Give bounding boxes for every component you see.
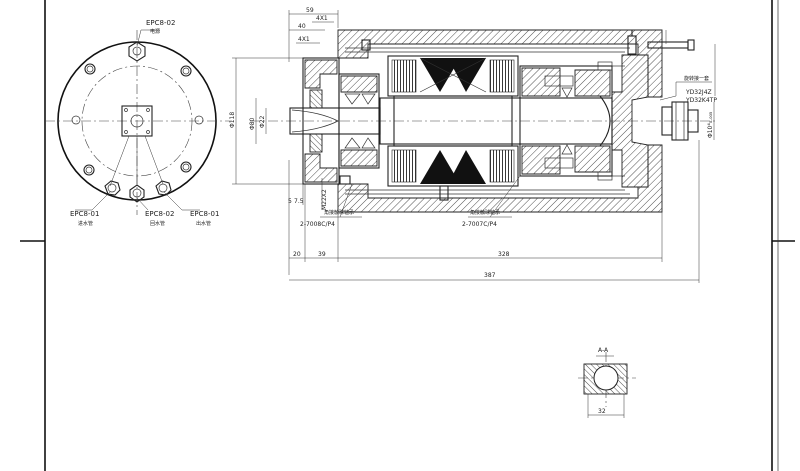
bolt-hole-group (71, 63, 204, 176)
dimensions: 59 4X1 40 4X1 Φ118 Φ80 Φ22 5 7.5 M22X2 角… (229, 7, 717, 283)
dim-d22: Φ22 (259, 115, 266, 128)
bearing-rear-code: 2-7007C/P4 (462, 221, 497, 228)
front-label-bm: EPC8-02 (145, 210, 174, 218)
rotary-joint (661, 101, 699, 141)
front-label-top: EPC8-02 (146, 19, 175, 27)
spindle-shaft (289, 97, 613, 145)
top-fittings (361, 30, 695, 55)
dim-7-5: 7.5 (294, 198, 304, 205)
rear-pin (439, 185, 449, 201)
dim-d80: Φ80 (249, 117, 256, 130)
front-nut (339, 175, 351, 185)
dim-4x1-mid: 4X1 (298, 36, 310, 43)
section-aa: A-A 32 (578, 347, 636, 418)
dim-328: 328 (498, 251, 510, 258)
dim-right-dia: Φ10⁴₀.₀₀₅ (707, 111, 714, 138)
front-label-br-sub: 出水管 (196, 220, 211, 227)
front-label-bm-sub: 回水管 (150, 220, 165, 227)
section-view (250, 29, 715, 213)
dim-20: 20 (293, 251, 301, 258)
dim-m22x2: M22X2 (321, 189, 328, 210)
dim-4x1-top: 4X1 (316, 15, 328, 22)
sheet-frame (20, 0, 795, 471)
dim-59: 59 (306, 7, 314, 14)
front-view: EPC8-02 电源 EPC8-01 进水管 EPC8-02 回水管 EPC8-… (45, 19, 232, 227)
dim-387: 387 (484, 272, 496, 279)
rear-bearing (519, 65, 613, 177)
section-aa-title: A-A (598, 347, 609, 354)
front-label-top-sub: 电源 (150, 28, 160, 35)
stator-winding (387, 55, 519, 187)
dim-39: 39 (318, 251, 326, 258)
rotor-body (393, 95, 513, 147)
front-label-br: EPC8-01 (190, 210, 219, 218)
top-fitting (128, 41, 146, 62)
bearing-rear-label: 角接触球轴承 (470, 209, 500, 216)
right-label-2: YD32J4Z (685, 89, 712, 96)
section-aa-dim: 32 (598, 408, 606, 415)
dim-5: 5 (288, 198, 292, 205)
cooling-channels (345, 47, 630, 195)
front-label-bl: EPC8-01 (70, 210, 99, 218)
right-label-3: YD32K4TP (685, 97, 717, 104)
bearing-front-code: 2-7008C/P4 (300, 221, 335, 228)
bearing-front-label: 角接触球轴承 (324, 209, 354, 216)
dim-d118: Φ118 (229, 112, 236, 128)
right-label-1: 旋转接一套 (684, 75, 709, 82)
front-label-bl-sub: 进水管 (78, 220, 93, 227)
front-bearing (338, 73, 380, 169)
dim-40: 40 (298, 23, 306, 30)
